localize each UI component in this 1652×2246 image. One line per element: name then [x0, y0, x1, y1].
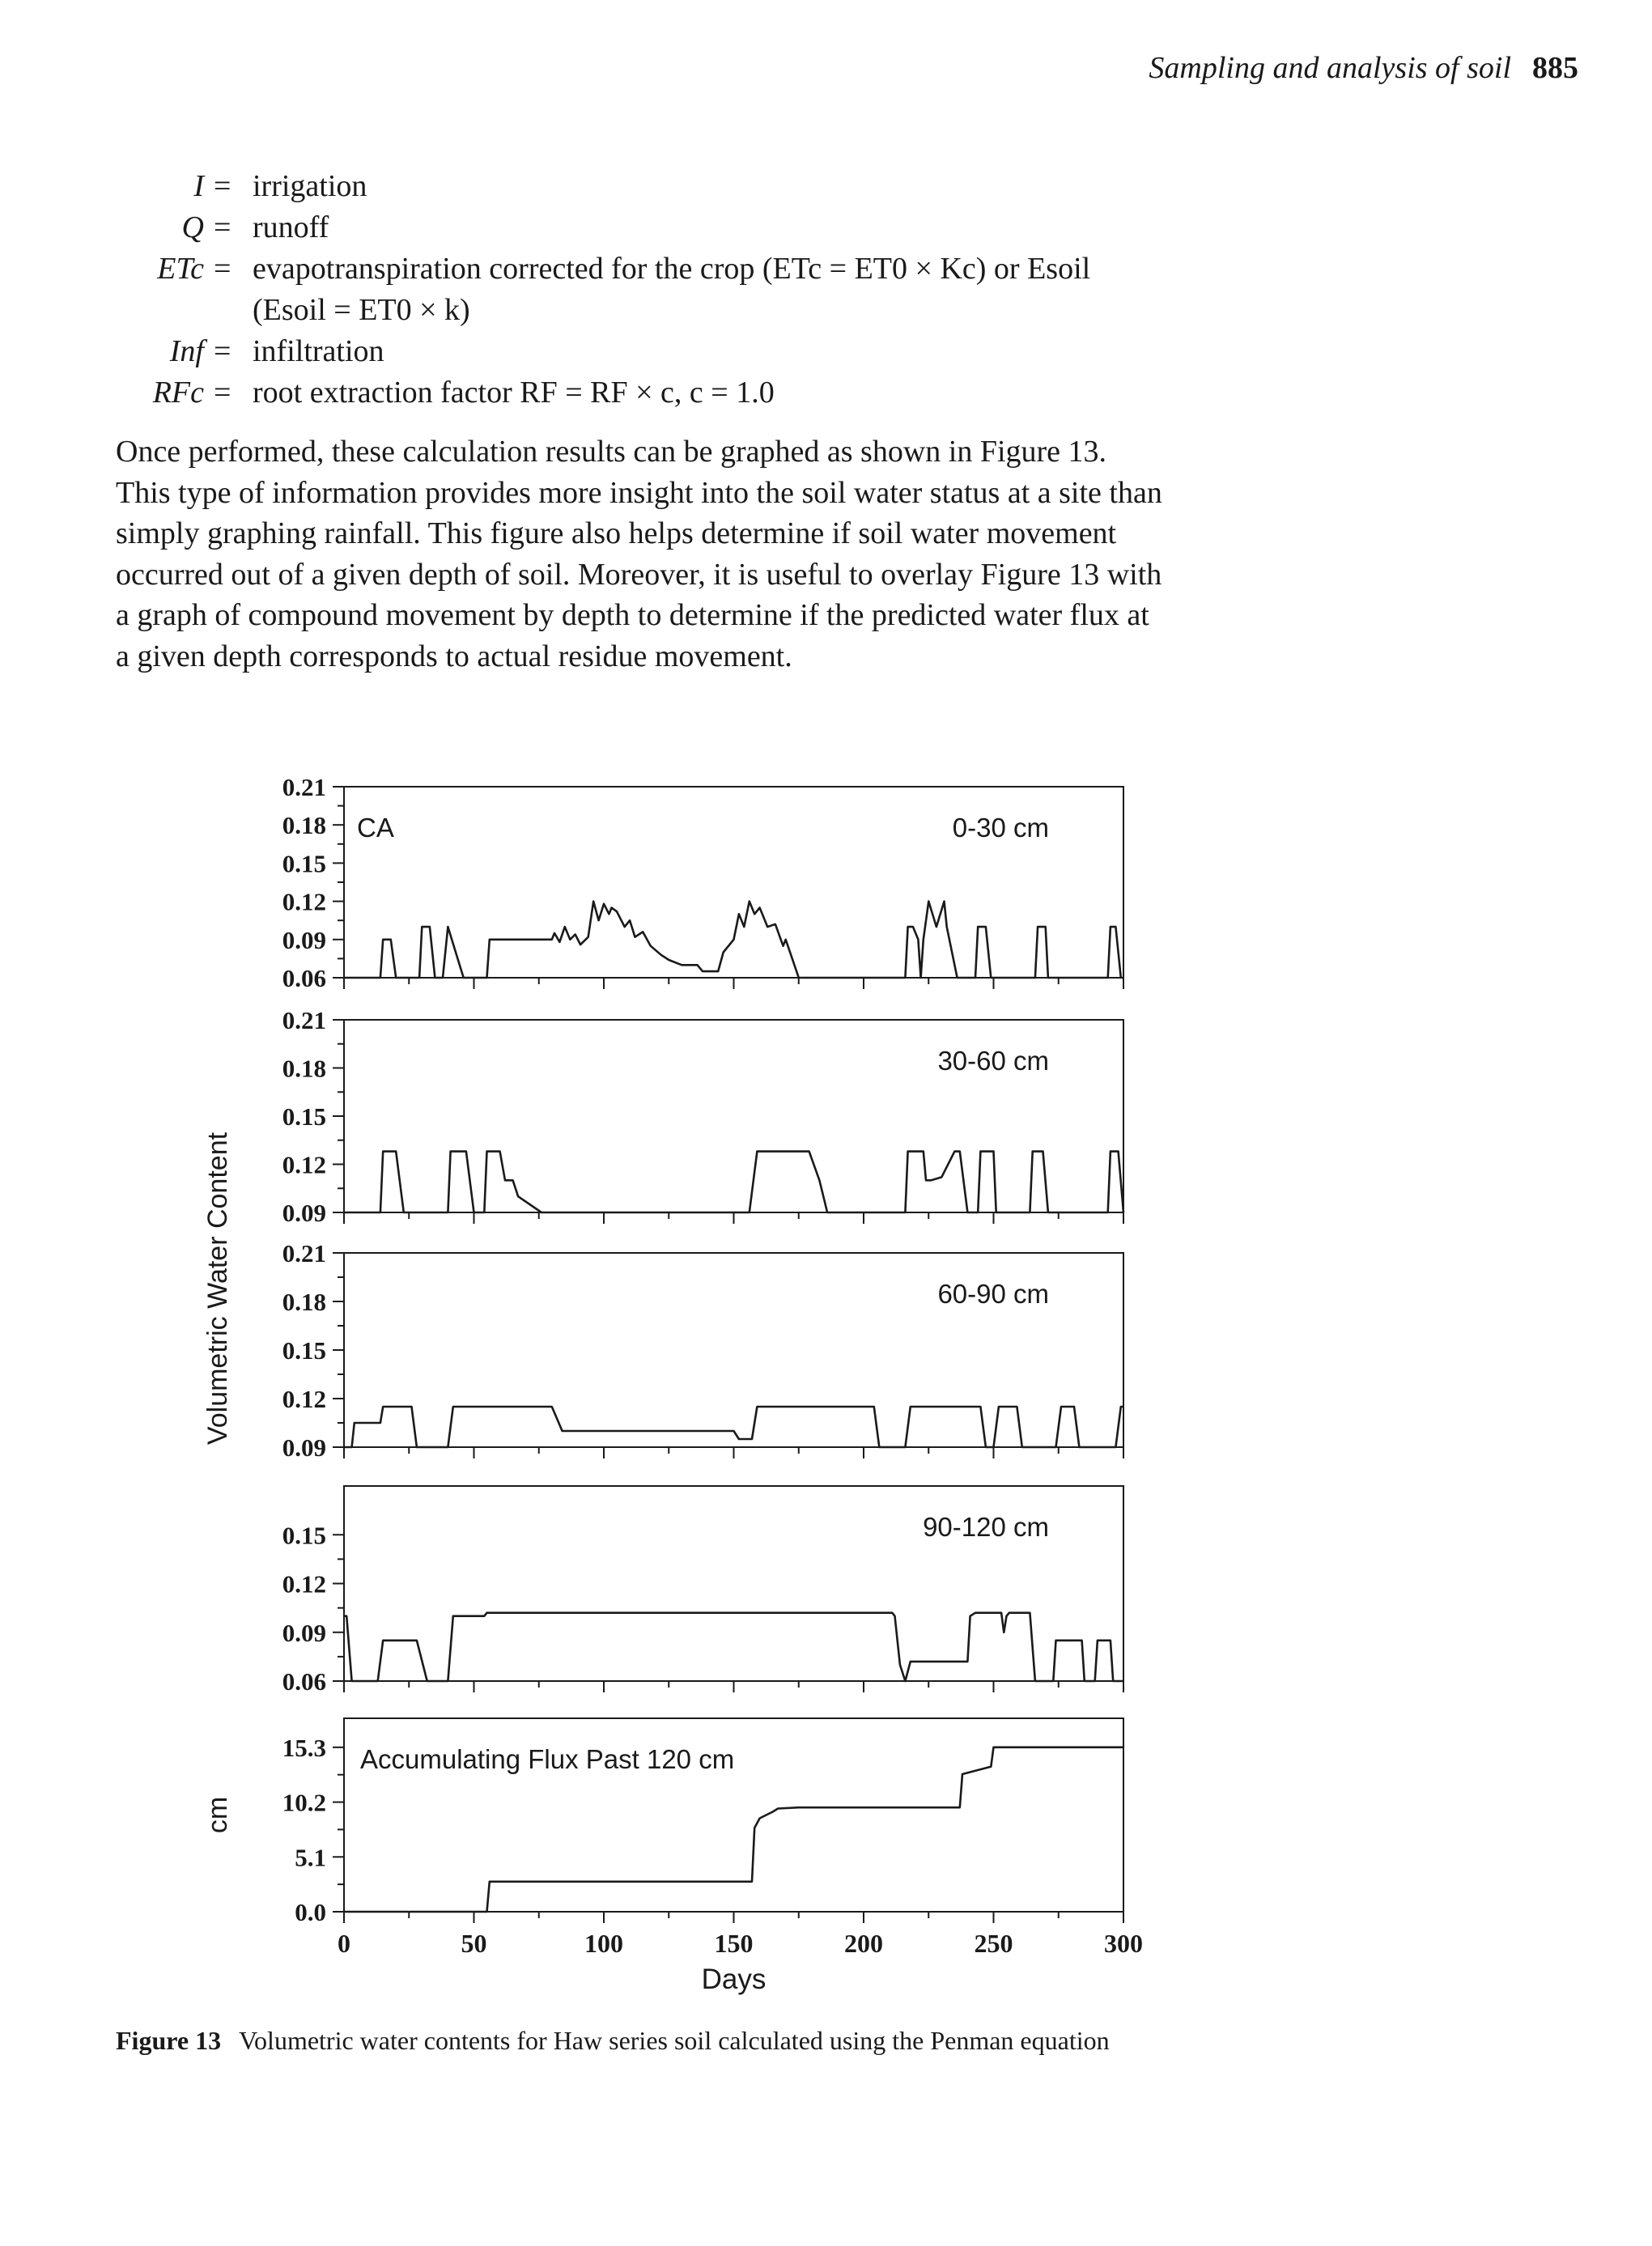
x-tick-label: 50	[461, 1929, 487, 1958]
definition-equals: =	[214, 376, 231, 410]
paragraph-line: simply graphing rainfall. This figure al…	[116, 516, 1117, 550]
series-line	[344, 1150, 1125, 1214]
y-tick-label: 0.18	[282, 811, 326, 839]
y-tick-label: 0.12	[282, 1570, 326, 1599]
definition-symbol: Q	[181, 210, 204, 244]
x-axis-label: Days	[702, 1964, 767, 1995]
y-tick-label: 0.06	[282, 1667, 326, 1696]
y-tick-label: 0.12	[282, 1151, 326, 1179]
definition-row: (Esoil = ET0 × k)	[113, 290, 1287, 331]
y-tick-label: 0.09	[282, 1199, 326, 1227]
y-axis-label: cm	[202, 1797, 233, 1833]
definition-symbol: Inf	[169, 334, 204, 368]
paragraph-line: a graph of compound movement by depth to…	[116, 598, 1149, 632]
definition-symbol: ETc	[157, 252, 204, 286]
definition-text: runoff	[253, 210, 329, 244]
definition-symbol: I	[193, 169, 204, 203]
paragraph-line: Once performed, these calculation result…	[116, 435, 1107, 469]
panel-label: 60-90 cm	[937, 1279, 1049, 1309]
definition-list: I = irrigation Q = runoff ETc = evapotra…	[113, 166, 1287, 414]
definition-row: I = irrigation	[113, 166, 1287, 207]
definition-row: Inf = infiltration	[113, 331, 1287, 372]
panel-label: 30-60 cm	[937, 1046, 1049, 1076]
panel-corner-label: CA	[357, 813, 394, 843]
series-line	[344, 1405, 1123, 1449]
y-tick-label: 0.21	[282, 773, 326, 801]
y-tick-label: 0.0	[295, 1898, 326, 1926]
paragraph-line: a given depth corresponds to actual resi…	[116, 639, 792, 673]
water-content-chart: 0.21 0.18 0.15 0.12 0.09 0.06 0-30 cm CA 0.21 0.1…	[202, 773, 1143, 1995]
y-tick-label: 0.12	[282, 1385, 326, 1413]
x-tick-label: 250	[975, 1929, 1013, 1958]
y-tick-label: 0.09	[282, 1619, 326, 1647]
y-tick-label: 0.15	[282, 1521, 326, 1549]
y-tick-label: 0.15	[282, 849, 326, 877]
definition-equals: =	[214, 252, 231, 286]
x-tick-label: 100	[584, 1929, 623, 1958]
x-tick-label: 300	[1104, 1929, 1143, 1958]
definition-equals: =	[214, 334, 231, 368]
page-number: 885	[1532, 51, 1578, 85]
panel-label: 90-120 cm	[923, 1512, 1049, 1542]
y-tick-label: 10.2	[282, 1789, 326, 1817]
definition-text: root extraction factor RF = RF × c, c = …	[253, 376, 775, 410]
definition-text: irrigation	[253, 169, 367, 203]
definition-row: Q = runoff	[113, 207, 1287, 248]
definition-equals: =	[214, 210, 231, 244]
series-line	[344, 900, 1123, 979]
definition-text: infiltration	[253, 334, 384, 368]
definition-text: evapotranspiration corrected for the cro…	[253, 252, 1091, 286]
y-tick-label: 0.15	[282, 1336, 326, 1365]
x-tick-label: 0	[338, 1929, 350, 1958]
definition-equals: =	[214, 169, 231, 203]
y-tick-label: 0.15	[282, 1102, 326, 1131]
series-line	[344, 1611, 1123, 1683]
y-tick-label: 0.06	[282, 964, 326, 992]
caption-text: Volumetric water contents for Haw series…	[239, 2026, 1110, 2055]
x-tick-label: 200	[844, 1929, 883, 1958]
definition-row: ETc = evapotranspiration corrected for t…	[113, 248, 1287, 290]
caption-label: Figure 13	[116, 2026, 222, 2055]
series-line	[344, 1746, 1123, 1913]
y-tick-label: 0.21	[282, 1006, 326, 1034]
running-header: Sampling and analysis of soil 885	[1077, 50, 1578, 99]
definition-row: RFc = root extraction factor RF = RF × c…	[113, 372, 1287, 414]
y-tick-label: 5.1	[295, 1843, 326, 1871]
body-paragraph: Once performed, these calculation result…	[116, 431, 1249, 677]
paragraph-line: occurred out of a given depth of soil. M…	[116, 557, 1162, 592]
panel-label: Accumulating Flux Past 120 cm	[360, 1744, 734, 1774]
y-tick-label: 0.09	[282, 1433, 326, 1462]
y-axis-label-vwc: Volumetric Water Content	[202, 1131, 233, 1445]
definition-symbol: RFc	[152, 376, 204, 410]
paragraph-line: This type of information provides more i…	[116, 475, 1162, 510]
definition-text: (Esoil = ET0 × k)	[253, 293, 470, 327]
running-title: Sampling and analysis of soil	[1149, 51, 1511, 85]
y-tick-label: 0.18	[282, 1055, 326, 1083]
y-tick-label: 0.18	[282, 1288, 326, 1316]
figure-13: 0.21 0.18 0.15 0.12 0.09 0.06 0-30 cm CA 0.21 0.1…	[194, 753, 1182, 2007]
x-tick-label: 150	[715, 1929, 754, 1958]
y-tick-label: 0.09	[282, 926, 326, 954]
panel-label: 0-30 cm	[953, 813, 1049, 843]
figure-caption: Figure 13 Volumetric water contents for H…	[116, 2026, 1411, 2056]
y-tick-label: 15.3	[282, 1734, 326, 1762]
y-tick-label: 0.21	[282, 1239, 326, 1267]
y-tick-label: 0.12	[282, 888, 326, 916]
